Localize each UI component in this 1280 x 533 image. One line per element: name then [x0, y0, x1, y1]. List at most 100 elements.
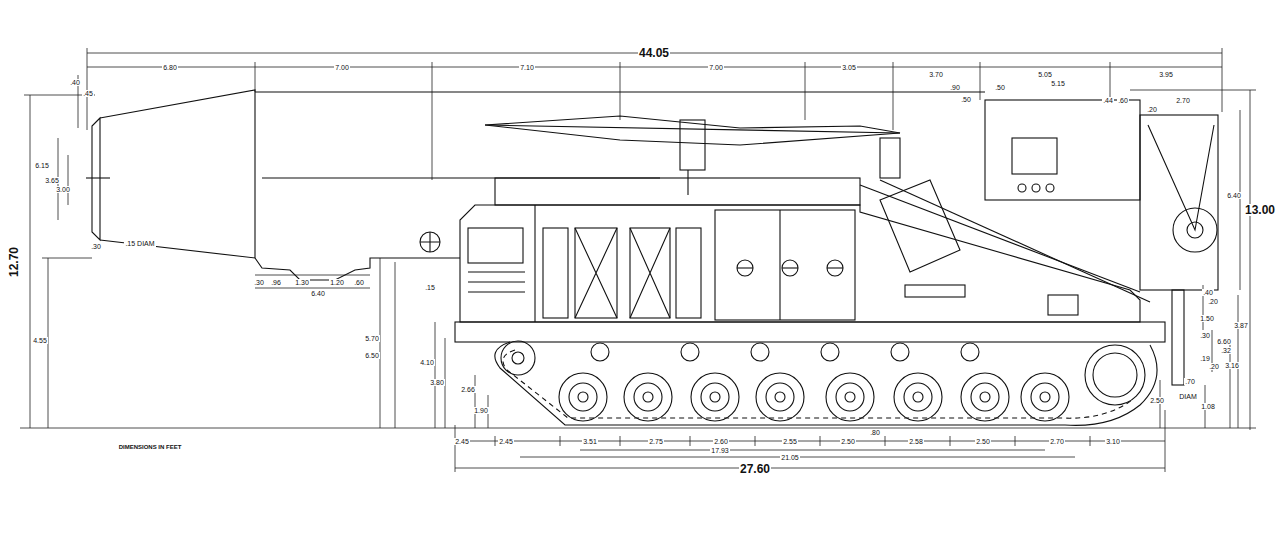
dimension-lines-part [455, 468, 1165, 469]
hull-part [543, 228, 568, 318]
dimension-label: 3.51 [582, 438, 598, 445]
hull-part [468, 271, 525, 272]
dimension-lines-part [620, 62, 621, 120]
dimension-lines-part [475, 375, 476, 428]
hull-part [460, 205, 1140, 322]
dimension-label: 27.60 [739, 463, 771, 475]
dimension-label: 2.45 [498, 438, 514, 445]
dimension-lines-part [620, 436, 621, 446]
dimension-label: 1.08 [1200, 403, 1216, 410]
dimension-label: 12.70 [8, 246, 20, 278]
hull-part [779, 210, 780, 320]
dimension-lines-part [1160, 380, 1161, 428]
dimension-lines-part [432, 62, 433, 180]
dimension-lines-part [950, 436, 951, 446]
hull-part [782, 267, 798, 268]
running-gear-part [701, 383, 729, 411]
running-gear-part [578, 392, 588, 402]
dimension-label: .30 [253, 279, 265, 286]
dimension-label: .15 DIAM [124, 240, 155, 247]
dimension-label: 44.05 [638, 47, 670, 59]
dimension-label: 3.70 [928, 71, 944, 78]
dimension-label: .50 [960, 96, 972, 103]
erector-frame-part [1172, 290, 1184, 385]
dimension-lines-part [1165, 410, 1166, 472]
hull-part [534, 205, 535, 322]
running-gear-part [904, 383, 932, 411]
dimension-label: 4.55 [32, 337, 48, 344]
dimension-label: 2.50 [975, 438, 991, 445]
missile-shroud-part [1032, 184, 1040, 192]
running-gear-part [691, 373, 739, 421]
dimension-label: 17.93 [710, 447, 730, 454]
running-gear-part [512, 352, 524, 364]
dimension-label: 6.60 [1216, 338, 1232, 345]
dimension-label: 6.40 [1226, 192, 1242, 199]
dimension-label: 7.10 [519, 64, 535, 71]
dimension-label: .20 [1208, 363, 1220, 370]
running-gear-part [624, 373, 672, 421]
dimension-lines-part [30, 95, 31, 428]
hull-part [782, 260, 798, 276]
running-gear-part [501, 341, 535, 375]
dimension-label: 3.00 [55, 186, 71, 193]
hull-part [715, 210, 855, 320]
running-gear-part [756, 373, 804, 421]
dimension-label: 1.90 [473, 407, 489, 414]
missile-shroud-part [680, 120, 705, 170]
running-gear-part [455, 322, 1165, 342]
dimension-label: .50 [994, 84, 1006, 91]
running-gear-part [961, 343, 979, 361]
erector-frame [860, 115, 1218, 385]
hull-part [420, 232, 440, 252]
missile-shroud-part [100, 90, 255, 258]
dimension-label: 1.30 [294, 279, 310, 286]
hull-part [630, 228, 670, 318]
running-gear-part [775, 392, 785, 402]
missile-shroud [86, 90, 1140, 280]
dimension-label: DIAM [1178, 393, 1198, 400]
running-gear-part [836, 383, 864, 411]
dimension-lines [20, 48, 1256, 472]
hull-part [575, 228, 617, 318]
dimension-label: .32 [1220, 347, 1232, 354]
dimension-lines-part [805, 62, 806, 120]
dimension-label: 2.50 [840, 438, 856, 445]
running-gear-part [751, 343, 769, 361]
dimension-label: 3.16 [1224, 362, 1240, 369]
dimension-label: .70 [1184, 378, 1196, 385]
running-gear-part [1093, 353, 1137, 397]
dimension-label: 5.70 [364, 335, 380, 342]
dimension-lines-part [1015, 436, 1016, 446]
running-gear-part [1085, 345, 1145, 405]
hull-part [630, 228, 670, 318]
dimension-label: 2.50 [1149, 397, 1165, 404]
dimension-lines-part [820, 436, 821, 446]
dimension-label: .20 [1146, 106, 1158, 113]
running-gear-part [894, 373, 942, 421]
dimension-lines-part [255, 275, 370, 276]
erector-frame-part [860, 185, 1140, 292]
running-gear-part [1040, 392, 1050, 402]
hull-part [420, 232, 440, 252]
missile-shroud-part [86, 177, 110, 178]
running-gear-part [980, 392, 990, 402]
dimension-label: 2.70 [1175, 97, 1191, 104]
dimension-label: 2.58 [908, 438, 924, 445]
dimension-label: .96 [270, 279, 282, 286]
running-gear-part [681, 343, 699, 361]
dimension-label: 3.65 [44, 177, 60, 184]
dimension-lines-part [755, 436, 756, 446]
running-gear-part [591, 343, 609, 361]
dimension-label: 7.00 [334, 64, 350, 71]
erector-frame-part [1173, 208, 1217, 252]
dimension-label: 21.05 [780, 454, 800, 461]
dimension-lines-part [20, 428, 1256, 429]
dimension-lines-part [1090, 436, 1091, 446]
dimension-label: 2.60 [713, 438, 729, 445]
dimension-lines-part [1222, 48, 1223, 112]
note-text: DIMENSIONS IN FEET [118, 444, 183, 450]
missile-shroud-part [1018, 184, 1026, 192]
dimension-lines-part [1130, 90, 1256, 91]
